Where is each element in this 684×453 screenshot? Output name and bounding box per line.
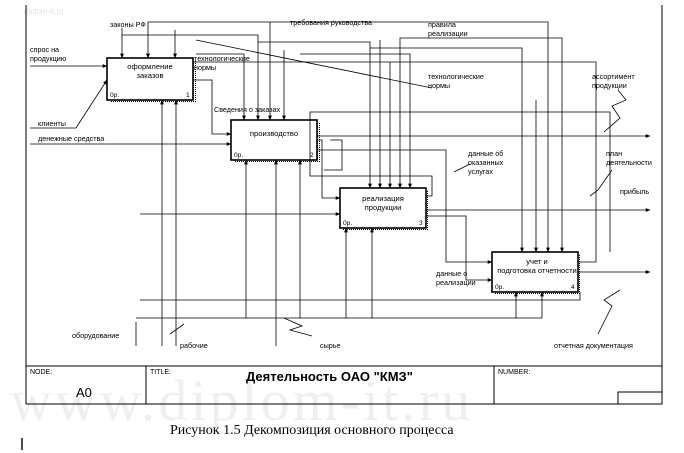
diagram-title: Деятельность ОАО "КМЗ" <box>246 369 413 384</box>
label-spros-l1: спрос на <box>30 45 59 54</box>
label-dannye-uslugi-l3: услугах <box>468 167 493 176</box>
arrow-zakony-b4 <box>370 47 524 253</box>
arrow-zakony-b3 <box>258 41 372 189</box>
node-value: A0 <box>76 385 92 400</box>
arrow-tehnorm <box>196 53 246 121</box>
label-syrie: сырье <box>320 341 341 350</box>
title-label: TITLE: <box>150 369 171 376</box>
figure-caption: Рисунок 1.5 Декомпозиция основного проце… <box>170 423 454 438</box>
label-klienty: клиенты <box>38 119 66 128</box>
label-dannye-uslugi-l1: данные об <box>468 149 503 158</box>
label-pravila-l1: правила <box>428 20 456 29</box>
label-trebovaniya: требования руководства <box>290 18 372 27</box>
arrow-pravila-b4 <box>428 37 564 253</box>
box-2-code: 0р. <box>234 152 243 159</box>
label-rabochie: рабочие <box>180 341 208 350</box>
box-4-title-l2: подготовка отчетности <box>497 266 577 275</box>
arrow-svedeniya <box>193 79 232 136</box>
box-4-number: 4 <box>571 284 575 291</box>
arrow-b2-fb <box>324 139 343 171</box>
arrow-b1-top <box>193 61 597 263</box>
box-3-title-l1: реализация <box>362 194 404 203</box>
arrow-b2-dannye <box>317 149 493 264</box>
label-pravila-l2: реализации <box>428 29 468 38</box>
label-dannye-realiz-l2: реализации <box>436 278 476 287</box>
box-3-number: 3 <box>419 220 423 227</box>
arrow-b2-b3 <box>317 139 341 200</box>
box-3: реализация продукции 0р. 3 <box>339 187 429 231</box>
arrow-klienty <box>30 79 108 129</box>
arrow-tehnorm-diag <box>195 39 433 89</box>
label-assortiment-l1: ассортимент <box>592 72 635 81</box>
box-3-title-l2: продукции <box>365 203 402 212</box>
squiggle-syrie <box>283 317 313 337</box>
arrow-oborud-h <box>136 291 544 319</box>
box-2-number: 2 <box>310 152 314 159</box>
box-2: производство 0р. 2 <box>230 119 320 163</box>
label-plan-l2: деятельности <box>606 158 652 167</box>
box-1-number: 1 <box>186 92 190 99</box>
label-tehnorm2-l2: нормы <box>428 81 450 90</box>
label-zakony: законы РФ <box>110 20 146 29</box>
label-svedeniya: Сведения о заказах <box>214 105 281 114</box>
squiggle-otchet <box>597 289 621 335</box>
arrow-b3-fb <box>309 111 611 252</box>
arrow-b3-b4 <box>426 215 493 282</box>
arrow-treb-b4 <box>290 21 550 253</box>
box-4-title-l1: учет и <box>526 257 548 266</box>
box-4-code: 0р. <box>495 284 504 291</box>
label-otchetnaya: отчетная документация <box>554 341 633 350</box>
label-assortiment-l2: продукции <box>592 81 627 90</box>
box-1-title-l1: оформление <box>127 62 172 71</box>
arrow-treb <box>146 21 290 59</box>
node-label: NODE: <box>30 369 52 376</box>
label-tehnorm2-l1: технологические <box>428 72 484 81</box>
arrow-pravila <box>398 37 428 189</box>
box-2-title: производство <box>250 129 298 138</box>
label-oborudovanie: оборудование <box>72 331 119 340</box>
arrows <box>30 21 651 346</box>
label-pribyl: прибыль <box>620 187 649 196</box>
box-1: оформление заказов 0р. 1 <box>106 57 196 103</box>
squiggle-rabochie <box>169 323 185 335</box>
label-dannye-realiz-l1: данные о <box>436 269 467 278</box>
box-1-title-l2: заказов <box>137 71 164 80</box>
label-tehnorm1-l1: технологические <box>194 54 250 63</box>
watermark-corner: diplom-it.ru <box>24 7 64 16</box>
label-denezhnye: денежные средства <box>38 134 104 143</box>
box-4: учет и подготовка отчетности 0р. 4 <box>491 251 581 295</box>
label-spros-l2: продукцию <box>30 54 67 63</box>
arrow-zakony-b2 <box>122 34 260 121</box>
diagram-frame <box>25 5 663 405</box>
label-dannye-uslugi-l2: оказанных <box>468 158 504 167</box>
arrow-rabochie <box>204 292 581 301</box>
arrow-tehnorm4 <box>300 53 412 189</box>
squiggle-assort <box>603 89 627 133</box>
number-label: NUMBER: <box>498 369 530 376</box>
box-3-code: 0р. <box>343 220 352 227</box>
label-tehnorm1-l2: нормы <box>194 63 216 72</box>
squiggle-plan <box>589 169 613 197</box>
watermark-main: www.diplom-it.ru <box>10 368 473 433</box>
label-plan-l1: план <box>606 149 622 158</box>
squiggle-dannye <box>453 163 471 173</box>
box-1-code: 0р. <box>110 92 119 99</box>
